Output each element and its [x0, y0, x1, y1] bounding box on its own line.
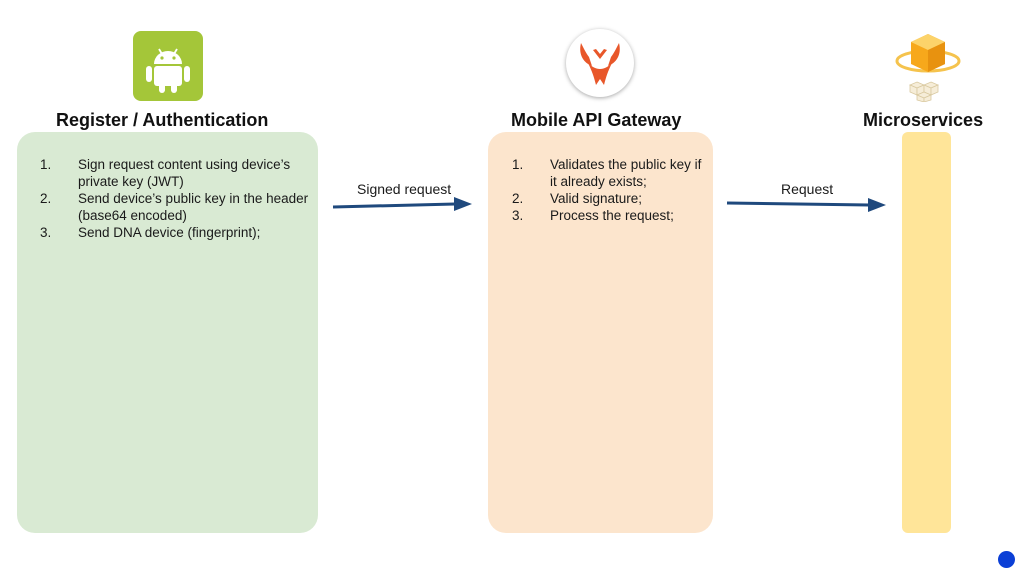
step-text: Valid signature; — [550, 191, 643, 206]
register-panel — [17, 132, 318, 533]
step-text: Sign request content using device’s priv… — [78, 157, 291, 189]
list-item: 1. Validates the public key if it alread… — [512, 156, 707, 190]
microservices-panel — [902, 132, 951, 533]
blue-dot-icon — [998, 551, 1015, 568]
step-number: 2. — [40, 191, 52, 206]
request-label: Request — [781, 181, 834, 197]
step-text: Validates the public key if it already e… — [550, 157, 702, 189]
step-text: Send DNA device (fingerprint); — [78, 225, 261, 240]
signed-request-label: Signed request — [357, 181, 452, 197]
cube-icon — [895, 30, 961, 103]
gateway-steps: 1. Validates the public key if it alread… — [512, 156, 707, 224]
step-number: 3. — [512, 208, 524, 223]
list-item: 3. Process the request; — [512, 207, 707, 224]
list-item: 2. Valid signature; — [512, 190, 707, 207]
request-arrow — [726, 198, 886, 212]
list-item: 2. Send device’s public key in the heade… — [40, 190, 310, 224]
step-text: Process the request; — [550, 208, 674, 223]
step-number: 1. — [512, 157, 524, 172]
step-number: 3. — [40, 225, 52, 240]
step-number: 1. — [40, 157, 52, 172]
step-number: 2. — [512, 191, 524, 206]
list-item: 3. Send DNA device (fingerprint); — [40, 224, 310, 241]
gateway-panel — [488, 132, 713, 533]
gateway-logo-icon — [566, 29, 634, 97]
android-icon — [133, 31, 203, 101]
microservices-title: Microservices — [863, 110, 984, 130]
list-item: 1. Sign request content using device’s p… — [40, 156, 310, 190]
signed-request-arrow — [332, 197, 472, 211]
step-text: Send device’s public key in the header (… — [78, 191, 309, 223]
register-title: Register / Authentication — [56, 110, 269, 130]
register-steps: 1. Sign request content using device’s p… — [40, 156, 310, 241]
gateway-title: Mobile API Gateway — [511, 110, 682, 130]
